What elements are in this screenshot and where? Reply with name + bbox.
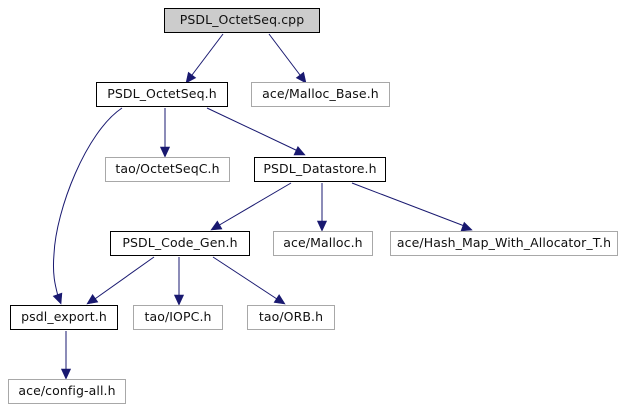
edge-psdl_datastore_h-to-ace_hash_map_h	[351, 182, 473, 232]
graph-node-ace_malloc_h[interactable]: ace/Malloc.h	[273, 231, 373, 256]
edge-psdl_code_gen_h-to-tao_iopc_h	[173, 257, 185, 306]
graph-node-label: PSDL_Datastore.h	[263, 161, 377, 177]
arrowhead	[173, 294, 185, 306]
arrowhead	[86, 293, 99, 305]
arrowhead	[293, 146, 306, 156]
edge-psdl_octetseq_h-to-psdl_export_h	[52, 107, 123, 305]
graph-node-label: psdl_export.h	[21, 309, 107, 325]
arrowhead	[159, 146, 171, 158]
arrowhead	[60, 368, 72, 380]
edge-psdl_datastore_h-to-ace_malloc_h	[316, 183, 328, 232]
edge-psdl_export_h-to-ace_config_all_h	[60, 331, 72, 380]
graph-node-label: ace/Malloc.h	[283, 235, 363, 251]
graph-node-label: PSDL_OctetSeq.h	[107, 86, 217, 102]
graph-node-tao_octetseqc_h[interactable]: tao/OctetSeqC.h	[105, 157, 230, 182]
graph-node-psdl_datastore_h[interactable]: PSDL_Datastore.h	[254, 157, 386, 182]
graph-node-label: tao/OctetSeqC.h	[115, 161, 220, 177]
graph-node-label: PSDL_Code_Gen.h	[122, 235, 238, 251]
graph-node-psdl_octetseq_cpp: PSDL_OctetSeq.cpp	[164, 8, 320, 33]
graph-node-psdl_export_h[interactable]: psdl_export.h	[10, 305, 118, 330]
graph-node-tao_iopc_h[interactable]: tao/IOPC.h	[133, 305, 223, 330]
edge-psdl_octetseq_cpp-to-ace_malloc_base_h	[268, 33, 307, 84]
graph-node-label: tao/IOPC.h	[144, 309, 212, 325]
graph-node-psdl_code_gen_h[interactable]: PSDL_Code_Gen.h	[110, 231, 250, 256]
graph-node-ace_config_all_h[interactable]: ace/config-all.h	[8, 379, 126, 404]
edge-psdl_datastore_h-to-psdl_code_gen_h	[210, 182, 292, 231]
arrowhead	[316, 220, 328, 232]
edge-psdl_code_gen_h-to-tao_orb_h	[212, 256, 286, 305]
graph-node-label: ace/Hash_Map_With_Allocator_T.h	[396, 235, 612, 251]
arrowhead	[210, 220, 223, 231]
graph-node-psdl_octetseq_h[interactable]: PSDL_OctetSeq.h	[96, 82, 228, 107]
graph-node-ace_hash_map_h[interactable]: ace/Hash_Map_With_Allocator_T.h	[390, 231, 618, 256]
graph-node-label: ace/config-all.h	[18, 383, 116, 399]
edge-psdl_octetseq_h-to-psdl_datastore_h	[206, 107, 306, 156]
arrowhead	[460, 221, 473, 232]
graph-node-label: PSDL_OctetSeq.cpp	[179, 12, 305, 28]
arrowhead	[273, 294, 286, 305]
edge-psdl_octetseq_h-to-tao_octetseqc_h	[159, 108, 171, 158]
graph-node-ace_malloc_base_h[interactable]: ace/Malloc_Base.h	[251, 82, 390, 107]
graph-node-tao_orb_h[interactable]: tao/ORB.h	[247, 305, 335, 330]
edge-psdl_code_gen_h-to-psdl_export_h	[86, 256, 155, 305]
graph-node-label: ace/Malloc_Base.h	[262, 86, 379, 102]
edge-psdl_octetseq_cpp-to-psdl_octetseq_h	[185, 33, 224, 84]
arrowhead	[52, 292, 63, 305]
graph-node-label: tao/ORB.h	[258, 309, 324, 325]
